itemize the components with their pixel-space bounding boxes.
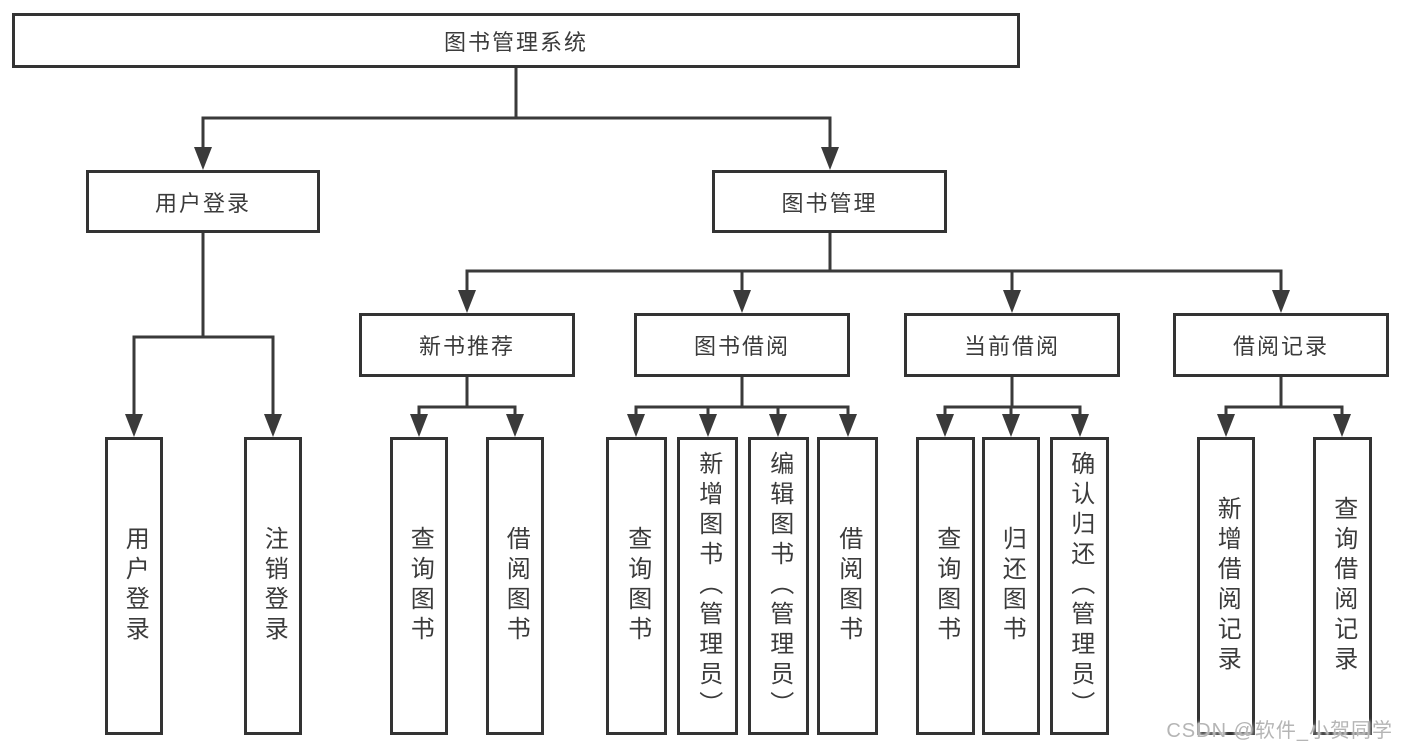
leaf-current-query-books: 查询图书: [916, 437, 975, 735]
node-current-borrow: 当前借阅: [904, 313, 1120, 377]
leaf-records-add-record: 新增借阅记录: [1197, 437, 1255, 735]
node-borrow-records-label: 借阅记录: [1232, 334, 1329, 359]
node-user-login: 用户登录: [86, 170, 320, 233]
leaf-records-query-record: 查询借阅记录: [1313, 437, 1372, 735]
node-book-borrow-label: 图书借阅: [693, 334, 790, 359]
node-book-management: 图书管理: [712, 170, 947, 233]
leaf-current-confirm-return-admin: 确认归还（管理员）: [1050, 437, 1109, 735]
leaf-user-login: 用户登录: [105, 437, 163, 735]
node-root-label: 图书管理系统: [443, 29, 588, 55]
node-book-borrow: 图书借阅: [634, 313, 850, 377]
leaf-borrow-edit-books-admin: 编辑图书（管理员）: [748, 437, 809, 735]
leaf-borrow-query-books: 查询图书: [606, 437, 667, 735]
leaf-recommend-borrow-books: 借阅图书: [486, 437, 544, 735]
node-user-login-label: 用户登录: [154, 190, 251, 216]
leaf-recommend-query-books: 查询图书: [390, 437, 448, 735]
node-borrow-records: 借阅记录: [1173, 313, 1389, 377]
node-book-management-label: 图书管理: [781, 190, 878, 216]
node-current-borrow-label: 当前借阅: [963, 334, 1060, 359]
node-new-book-recommend-label: 新书推荐: [418, 334, 515, 359]
leaf-borrow-add-books-admin: 新增图书（管理员）: [677, 437, 738, 735]
leaf-logout: 注销登录: [244, 437, 302, 735]
watermark: CSDN @软件_小贺同学: [1166, 720, 1393, 742]
node-new-book-recommend: 新书推荐: [359, 313, 575, 377]
leaf-current-return-books: 归还图书: [982, 437, 1040, 735]
leaf-borrow-borrow-books: 借阅图书: [817, 437, 878, 735]
node-root: 图书管理系统: [12, 13, 1020, 68]
